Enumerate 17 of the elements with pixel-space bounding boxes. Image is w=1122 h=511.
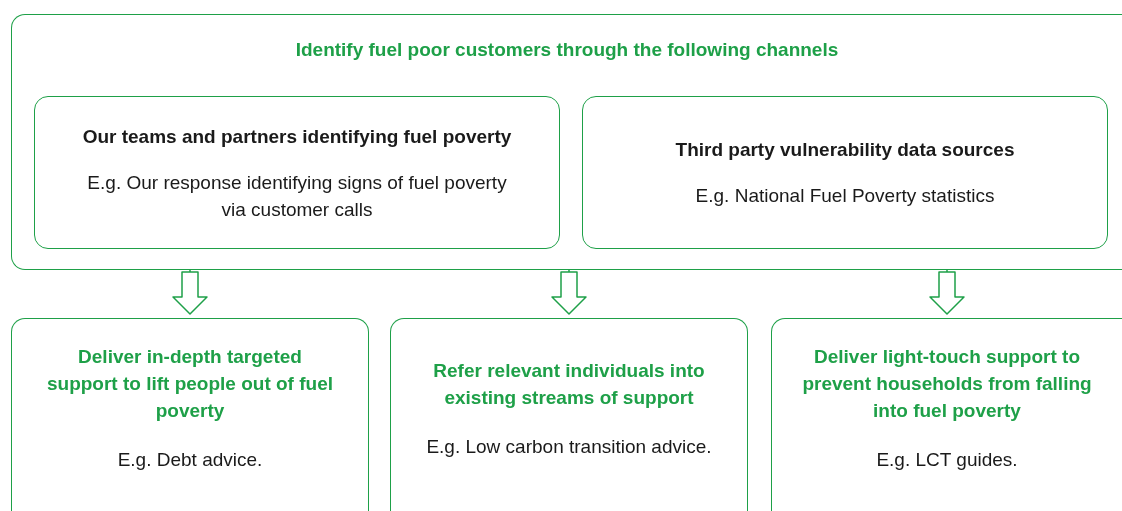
heading-text: Third party vulnerability data sources — [675, 138, 1015, 162]
body-text: E.g. Low carbon transition advice. — [426, 435, 712, 459]
rounded-box — [11, 318, 369, 511]
rounded-box — [34, 96, 560, 249]
heading-text: Deliver in-depth targeted support to lift people out of fuel poverty — [46, 345, 334, 423]
heading-text: Our teams and partners identifying fuel poverty — [82, 124, 512, 149]
body-text: E.g. National Fuel Poverty statistics — [695, 184, 995, 208]
heading-text: Refer relevant individuals into existing streams of support — [432, 359, 706, 410]
rounded-box — [771, 318, 1122, 511]
body-text: E.g. Debt advice. — [117, 448, 263, 472]
rounded-box — [582, 96, 1108, 249]
heading-text: Identify fuel poor customers through the following channels — [295, 38, 839, 62]
rounded-box — [390, 318, 748, 511]
heading-text: Deliver light-touch support to prevent households from falling into fuel poverty — [802, 345, 1092, 423]
rounded-box — [11, 14, 1122, 270]
body-text: E.g. Our response identifying signs of fuel poverty via customer calls — [86, 170, 508, 222]
body-text: E.g. LCT guides. — [876, 448, 1018, 472]
